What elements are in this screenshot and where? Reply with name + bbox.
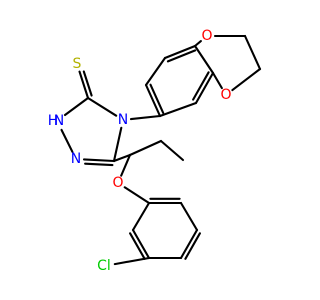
- bond-N2-C3: [82, 158, 116, 163]
- bond-C5-NH: [63, 96, 90, 117]
- atom-label-n4: N: [118, 112, 128, 128]
- bond-C3-CA: [112, 153, 132, 163]
- bond-P2-P3: [131, 228, 151, 260]
- bond-CH1-CH2: [243, 34, 262, 71]
- bond-B1-B2: [144, 83, 162, 118]
- bond-P4-P5: [179, 228, 199, 260]
- bond-C5-S: [78, 70, 90, 100]
- atom-label-o3: O: [112, 175, 123, 191]
- bond-B4-O1: [193, 40, 202, 48]
- bond-NH-N2: [60, 128, 74, 153]
- bond-P2-P3-double: [129, 232, 146, 260]
- bond-CE1-CE2: [159, 139, 185, 162]
- bond-CA-O3: [120, 153, 132, 177]
- bond-N4-C5: [86, 96, 118, 117]
- atom-label-nh: H: [48, 113, 59, 129]
- bond-O2-B5: [211, 71, 223, 90]
- bond-B3-B4: [163, 44, 197, 60]
- bond-B5-B6: [194, 71, 215, 105]
- atom-label-o1: O: [201, 28, 212, 44]
- bond-B1-B2-double: [149, 83, 165, 114]
- bond-B5-B6-double: [192, 71, 210, 101]
- bond-C3-N4: [112, 126, 123, 163]
- bond-CH2-O2: [231, 67, 262, 92]
- bond-P4-P5-double: [184, 232, 201, 260]
- bond-N4-B1: [129, 114, 162, 121]
- bond-CA-CE1: [128, 139, 163, 157]
- bond-N2-C3-double: [84, 162, 114, 167]
- bond-P3-Cl: [113, 256, 151, 266]
- bond-B3-B4-double: [166, 49, 197, 63]
- atom-label-nh-n: N: [54, 113, 64, 129]
- bond-O3-P1: [123, 186, 151, 205]
- atom-label-s: S: [73, 56, 82, 72]
- bond-B4-B5: [193, 44, 215, 75]
- atom-label-cl: Cl: [97, 258, 111, 274]
- atom-label-n2: N: [71, 151, 81, 167]
- bond-P1-P2: [131, 201, 151, 232]
- bond-layer: [60, 34, 262, 266]
- atom-label-o2: O: [220, 87, 231, 103]
- bond-B6-B1: [158, 101, 198, 118]
- bond-P5-P6: [179, 201, 199, 232]
- bond-C5-S-double: [82, 70, 93, 97]
- bond-B2-B3: [144, 56, 167, 87]
